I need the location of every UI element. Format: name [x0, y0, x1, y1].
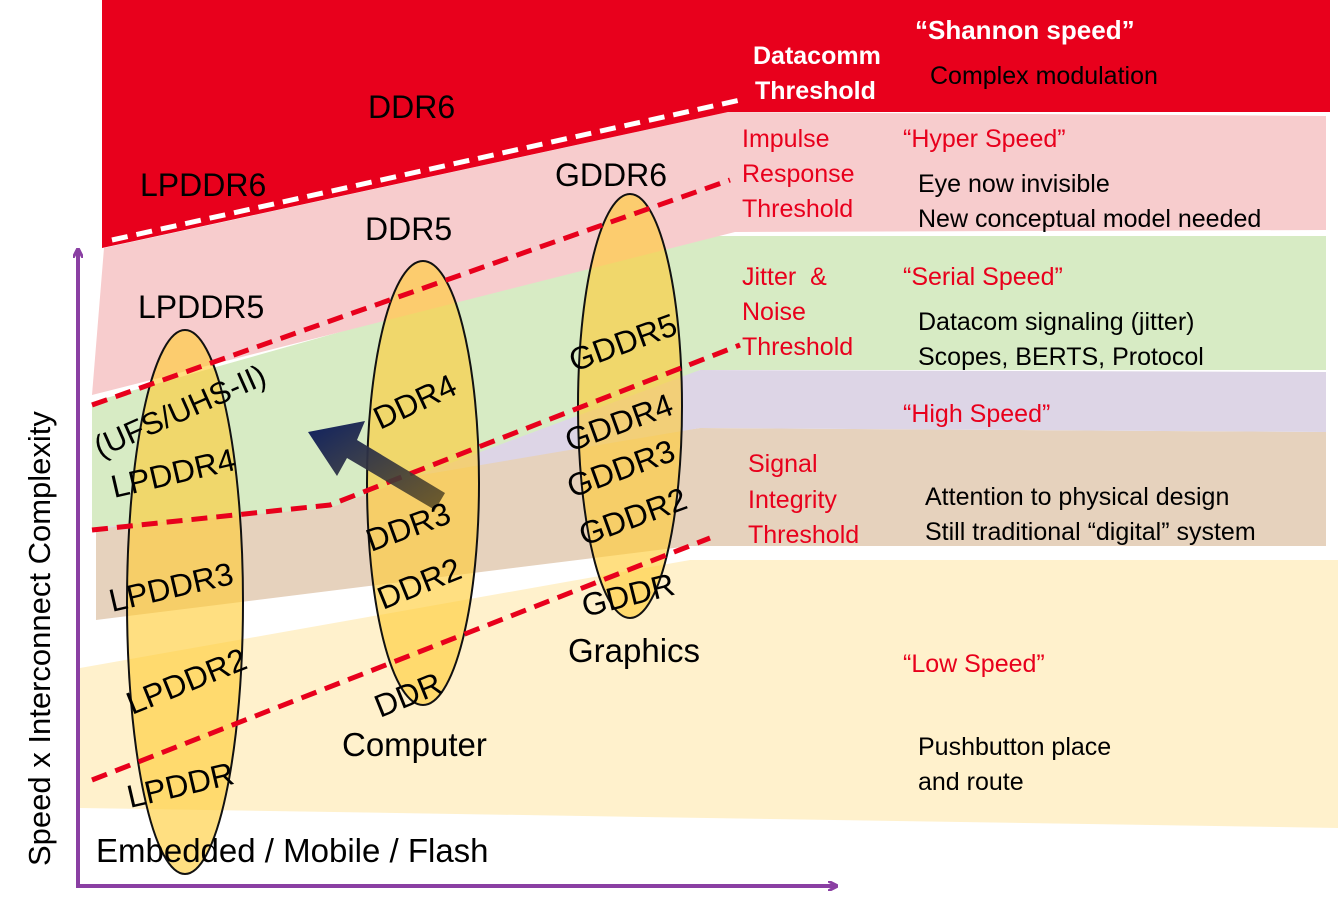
serial-speed-title: “Serial Speed” — [903, 263, 1063, 291]
lpddr5-label: LPDDR5 — [138, 289, 264, 325]
jitter-threshold-label-1: Jitter & — [742, 263, 827, 291]
x-axis-label: Embedded / Mobile / Flash — [96, 832, 489, 869]
ddr5-label: DDR5 — [365, 211, 452, 247]
datacomm-threshold-line — [111, 97, 741, 243]
hyper-speed-band — [92, 112, 1326, 395]
impulse-threshold-label-3: Threshold — [742, 195, 853, 223]
jitter-threshold-line — [91, 342, 741, 533]
impulse-threshold-label-2: Response — [742, 160, 855, 188]
low-speed-line-2: and route — [918, 768, 1024, 796]
shannon-speed-line-1: Complex modulation — [930, 62, 1158, 90]
serial-speed-line-2: Scopes, BERTS, Protocol — [918, 343, 1204, 371]
high-speed-band — [96, 370, 1326, 530]
mobile-ellipse — [126, 329, 244, 875]
signal-integrity-line-1: Attention to physical design — [925, 483, 1229, 511]
computer-title: Computer — [342, 726, 487, 763]
shannon-speed-title: “Shannon speed” — [915, 15, 1135, 45]
y-axis-label: Speed x Interconnect Complexity — [22, 411, 57, 866]
low-speed-band — [80, 560, 1338, 828]
low-speed-title: “Low Speed” — [903, 650, 1045, 678]
impulse-threshold-label-1: Impulse — [742, 125, 830, 153]
hyper-speed-title: “Hyper Speed” — [903, 125, 1066, 153]
hyper-speed-line-2: New conceptual model needed — [918, 205, 1261, 233]
signal-threshold-line — [91, 535, 711, 783]
hyper-speed-line-1: Eye now invisible — [918, 170, 1110, 198]
impulse-threshold-line — [91, 177, 731, 408]
signal-threshold-label-3: Threshold — [748, 521, 859, 549]
shannon-speed-band — [102, 0, 1330, 248]
low-speed-line-1: Pushbutton place — [918, 733, 1111, 761]
jitter-threshold-label-3: Threshold — [742, 333, 853, 361]
datacomm-threshold-label-2: Threshold — [755, 77, 876, 105]
serial-speed-line-1: Datacom signaling (jitter) — [918, 308, 1195, 336]
signal-threshold-label-1: Signal — [748, 450, 818, 478]
lpddr6-label: LPDDR6 — [140, 167, 266, 203]
gddr6-label: GDDR6 — [555, 157, 667, 193]
signal-threshold-label-2: Integrity — [748, 486, 837, 514]
signal-integrity-line-2: Still traditional “digital” system — [925, 518, 1256, 546]
ddr6-label: DDR6 — [368, 89, 455, 125]
graphics-title: Graphics — [568, 632, 700, 669]
jitter-threshold-label-2: Noise — [742, 298, 806, 326]
high-speed-title: “High Speed” — [903, 400, 1050, 428]
datacomm-threshold-label-1: Datacomm — [753, 42, 881, 70]
migration-arrow — [308, 421, 445, 510]
